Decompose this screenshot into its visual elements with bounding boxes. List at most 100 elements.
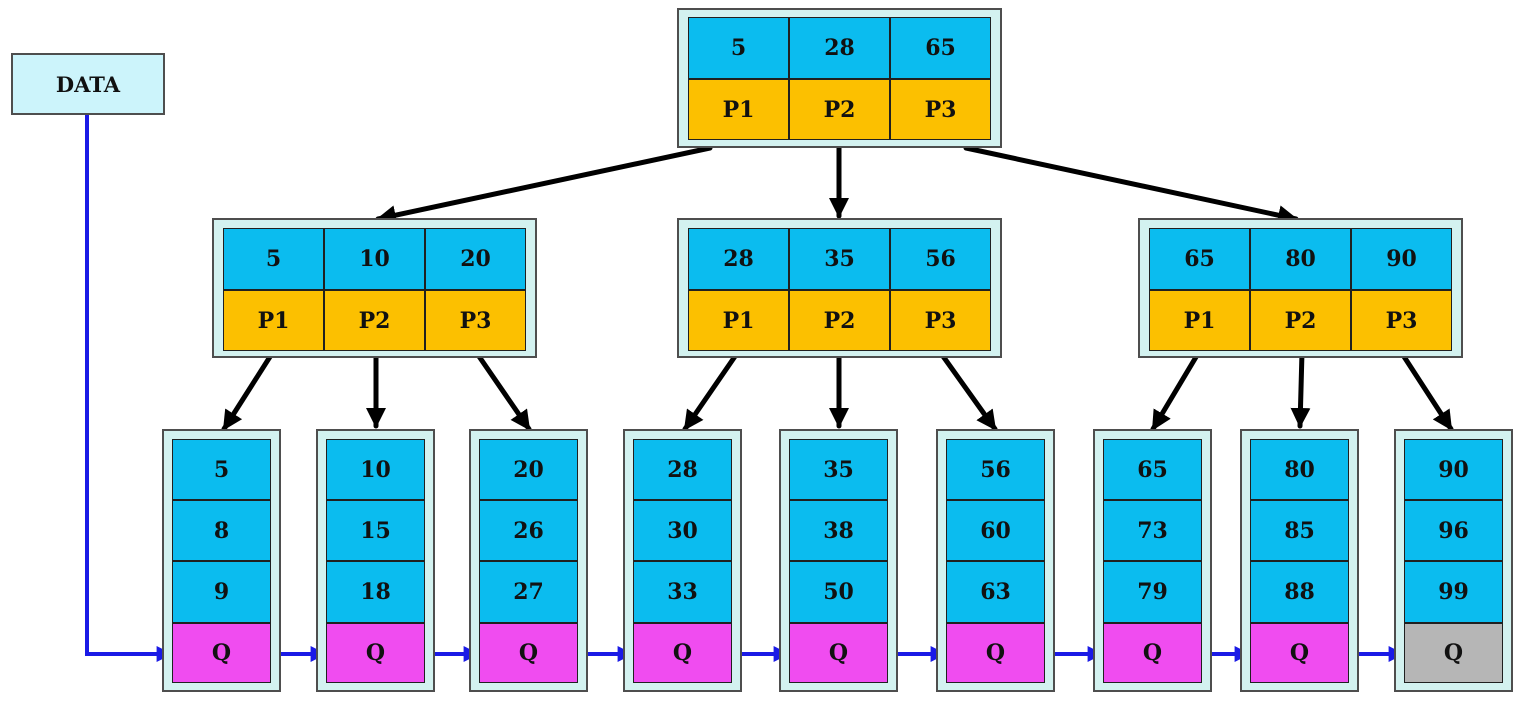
leaf-next-pointer-cell: Q — [633, 623, 732, 683]
leaf-key-cell: 8 — [172, 500, 271, 561]
leaf-key-cell: 60 — [946, 500, 1045, 561]
internal-pointer: P2 — [823, 307, 856, 334]
leaf-key: 60 — [980, 517, 1011, 544]
leaf-key: 15 — [360, 517, 391, 544]
root-key: 28 — [824, 35, 855, 61]
leaf-key: 33 — [667, 579, 698, 605]
internal-key: 28 — [723, 246, 754, 272]
internal-key: 56 — [925, 246, 956, 272]
leaf-key-cell: 96 — [1404, 500, 1503, 561]
leaf-key: 56 — [980, 456, 1011, 483]
internal-key: 80 — [1285, 246, 1316, 272]
internal-to-leaf-arrow — [221, 349, 276, 432]
internal-pointer-cell: P2 — [324, 290, 425, 351]
internal-key: 10 — [359, 246, 390, 272]
leaf-key-cell: 90 — [1404, 439, 1503, 500]
root-to-internal-arrow — [375, 145, 713, 226]
internal-to-leaf-arrow — [1398, 349, 1454, 432]
leaf-next-pointer-cell: Q — [1103, 623, 1202, 683]
leaf-next-pointer: Q — [365, 640, 386, 666]
root-key-cell: 28 — [789, 17, 890, 79]
internal-pointer: P1 — [1183, 307, 1216, 334]
leaf-next-pointer-cell: Q — [172, 623, 271, 683]
internal-key-cell: 20 — [425, 228, 526, 290]
leaf-key: 85 — [1284, 517, 1315, 544]
internal-to-leaf-arrow — [473, 349, 532, 432]
leaf-key: 8 — [213, 517, 230, 544]
leaf-key-cell: 88 — [1250, 561, 1349, 623]
leaf-key-cell: 20 — [479, 439, 578, 500]
leaf-key: 35 — [823, 456, 854, 483]
internal-pointer-cell: P3 — [1351, 290, 1452, 351]
leaf-key-cell: 99 — [1404, 561, 1503, 623]
internal-pointer: P3 — [459, 307, 492, 334]
leaf-next-pointer: Q — [211, 640, 232, 666]
leaf-key-cell: 30 — [633, 500, 732, 561]
internal-pointer-cell: P3 — [425, 290, 526, 351]
internal-pointer-cell: P1 — [688, 290, 789, 351]
leaf-key-cell: 15 — [326, 500, 425, 561]
leaf-key-cell: 10 — [326, 439, 425, 500]
leaf-key: 65 — [1137, 456, 1168, 483]
internal-key-cell: 65 — [1149, 228, 1250, 290]
leaf-key: 63 — [980, 579, 1011, 605]
internal-to-leaf-arrow — [1150, 349, 1202, 432]
leaf-key-cell: 73 — [1103, 500, 1202, 561]
leaf-key-cell: 85 — [1250, 500, 1349, 561]
leaf-key: 88 — [1284, 579, 1315, 605]
leaf-key: 79 — [1137, 579, 1168, 605]
internal-pointer: P2 — [1284, 307, 1317, 334]
internal-key: 5 — [265, 246, 282, 272]
root-key-cell: 65 — [890, 17, 991, 79]
internal-key-cell: 90 — [1351, 228, 1452, 290]
leaf-key-cell: 26 — [479, 500, 578, 561]
internal-pointer: P2 — [358, 307, 391, 334]
leaf-key: 90 — [1438, 456, 1469, 483]
root-pointer: P3 — [924, 96, 957, 123]
internal-to-leaf-arrow — [682, 349, 741, 432]
leaf-key: 28 — [667, 456, 698, 483]
root-pointer: P1 — [722, 96, 755, 123]
leaf-key: 9 — [213, 579, 230, 605]
leaf-key: 96 — [1438, 517, 1469, 544]
internal-key-cell: 56 — [890, 228, 991, 290]
leaf-key: 26 — [513, 517, 544, 544]
internal-to-leaf-arrow — [1290, 349, 1311, 429]
leaf-key-cell: 50 — [789, 561, 888, 623]
root-key: 5 — [730, 35, 747, 61]
internal-key-cell: 35 — [789, 228, 890, 290]
internal-pointer-cell: P1 — [1149, 290, 1250, 351]
internal-pointer-cell: P3 — [890, 290, 991, 351]
leaf-key: 80 — [1284, 456, 1315, 483]
leaf-end-pointer: Q — [1443, 640, 1464, 666]
leaf-key: 18 — [360, 579, 391, 605]
internal-key: 90 — [1386, 246, 1417, 272]
root-pointer-cell: P2 — [789, 79, 890, 140]
leaf-key-cell: 28 — [633, 439, 732, 500]
internal-key: 35 — [824, 246, 855, 272]
leaf-key: 99 — [1438, 579, 1469, 605]
internal-key-cell: 5 — [223, 228, 324, 290]
root-pointer-cell: P1 — [688, 79, 789, 140]
leaf-key-cell: 5 — [172, 439, 271, 500]
leaf-key: 27 — [513, 579, 544, 605]
leaf-key-cell: 63 — [946, 561, 1045, 623]
root-key: 65 — [925, 35, 956, 61]
leaf-key: 5 — [213, 456, 230, 483]
internal-key-cell: 10 — [324, 228, 425, 290]
leaf-key-cell: 9 — [172, 561, 271, 623]
leaf-key: 73 — [1137, 517, 1168, 544]
leaf-next-pointer-cell: Q — [479, 623, 578, 683]
leaf-key: 20 — [513, 456, 544, 483]
leaf-key-cell: 38 — [789, 500, 888, 561]
leaf-key-cell: 33 — [633, 561, 732, 623]
internal-pointer: P1 — [722, 307, 755, 334]
leaf-key-cell: 27 — [479, 561, 578, 623]
leaf-key-cell: 79 — [1103, 561, 1202, 623]
leaf-end-pointer-cell: Q — [1404, 623, 1503, 683]
internal-key: 65 — [1184, 246, 1215, 272]
leaf-next-pointer: Q — [1289, 640, 1310, 666]
leaf-next-pointer-cell: Q — [946, 623, 1045, 683]
internal-key-cell: 28 — [688, 228, 789, 290]
